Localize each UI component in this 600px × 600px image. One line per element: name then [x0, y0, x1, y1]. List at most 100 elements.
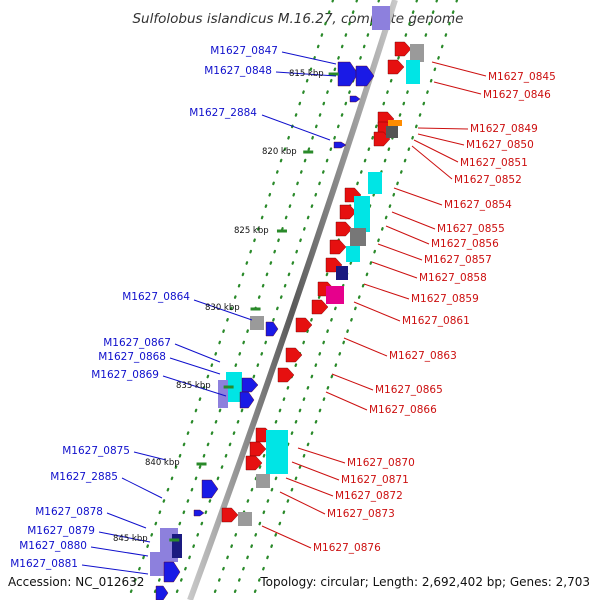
blue-gene: [241, 377, 259, 393]
label-line: [393, 187, 443, 206]
label-line: [90, 546, 149, 557]
gene-label[interactable]: M1627_0856: [431, 238, 499, 250]
blue-gene: [337, 61, 359, 87]
label-line: [106, 512, 147, 529]
gene-label[interactable]: M1627_0851: [460, 157, 528, 169]
red-gene: [245, 455, 263, 471]
orange-block: [388, 120, 402, 126]
gene-label[interactable]: M1627_0850: [466, 139, 534, 151]
blue-gene: [193, 509, 205, 517]
topology-text: Topology: circular; Length: 2,692,402 bp…: [259, 575, 590, 589]
track-dots: [150, 0, 359, 600]
gene-label[interactable]: M1627_0846: [483, 89, 551, 101]
label-line: [261, 114, 331, 141]
label-line: [291, 461, 340, 481]
gene-label[interactable]: M1627_0863: [389, 350, 457, 362]
blue-gene: [163, 561, 181, 583]
blue-gene: [265, 321, 279, 337]
red-gene: [311, 299, 329, 315]
label-line: [133, 451, 167, 461]
scale-label: 840 kbp: [145, 458, 180, 468]
purple-block: [150, 552, 164, 576]
gene-label[interactable]: M1627_0867: [103, 337, 171, 349]
left-labels: M1627_0847 M1627_0848 M1627_2884 M1627_0…: [10, 45, 278, 570]
gene-label[interactable]: M1627_0868: [98, 351, 166, 363]
gene-label[interactable]: M1627_0881: [10, 558, 78, 570]
scale-label: 830 kbp: [205, 303, 240, 313]
gene-label[interactable]: M1627_0847: [210, 45, 278, 57]
red-gene: [339, 204, 357, 220]
blue-gene: [239, 391, 255, 409]
gene-label[interactable]: M1627_0855: [437, 223, 505, 235]
label-line: [413, 139, 459, 163]
gene-label[interactable]: M1627_0858: [419, 272, 487, 284]
accession-text: Accession: NC_012632: [8, 575, 144, 589]
label-line: [162, 375, 227, 397]
label-line: [385, 225, 430, 245]
label-line: [431, 61, 487, 77]
magenta-block: [326, 286, 344, 304]
feature-tracks: [126, 0, 459, 600]
gene-label[interactable]: M1627_0852: [454, 174, 522, 186]
gene-label[interactable]: M1627_0876: [313, 542, 381, 554]
gene-label[interactable]: M1627_0845: [488, 71, 556, 83]
label-line: [297, 447, 346, 464]
gene-label[interactable]: M1627_0869: [91, 369, 159, 381]
grey-block: [250, 316, 264, 330]
gene-label[interactable]: M1627_0848: [204, 65, 272, 77]
label-line: [281, 51, 337, 65]
scale-ticks: [169, 72, 339, 542]
gene-label[interactable]: M1627_0875: [62, 445, 130, 457]
blue-gene: [349, 95, 361, 103]
label-line: [417, 133, 465, 146]
gene-features: [150, 6, 424, 600]
red-gene: [329, 239, 347, 255]
label-line: [285, 477, 334, 497]
gene-label[interactable]: M1627_0872: [335, 490, 403, 502]
dark-block: [172, 534, 182, 558]
gene-label[interactable]: M1627_0859: [411, 293, 479, 305]
scale-label: 825 kbp: [234, 226, 269, 236]
gene-label[interactable]: M1627_0871: [341, 474, 409, 486]
label-line: [363, 283, 410, 300]
gene-label[interactable]: M1627_0873: [327, 508, 395, 520]
red-gene: [387, 59, 405, 75]
gene-label[interactable]: M1627_0879: [27, 525, 95, 537]
gene-label[interactable]: M1627_0857: [424, 254, 492, 266]
label-line: [377, 243, 423, 261]
track-dots: [172, 0, 381, 600]
dark-block: [336, 266, 348, 280]
label-line: [275, 71, 337, 77]
label-line: [325, 391, 368, 411]
gene-label[interactable]: M1627_0866: [369, 404, 437, 416]
track-dots: [230, 0, 439, 600]
right-labels: M1627_0845 M1627_0846 M1627_0849 M1627_0…: [313, 71, 556, 554]
blue-gene: [355, 65, 375, 87]
purple-block: [372, 6, 390, 30]
gene-label[interactable]: M1627_0849: [470, 123, 538, 135]
cyan-block: [368, 172, 382, 194]
gene-label[interactable]: M1627_0865: [375, 384, 443, 396]
grey-block: [238, 512, 252, 526]
label-line: [433, 81, 482, 95]
gene-label[interactable]: M1627_0878: [35, 506, 103, 518]
grey-block: [350, 228, 366, 246]
label-line: [174, 343, 221, 363]
gene-label[interactable]: M1627_0870: [347, 457, 415, 469]
label-line: [371, 261, 418, 279]
red-gene: [249, 441, 267, 457]
label-lines: [81, 51, 487, 575]
red-gene: [335, 221, 353, 237]
gene-label[interactable]: M1627_0864: [122, 291, 190, 303]
label-line: [193, 299, 253, 321]
gene-label[interactable]: M1627_2885: [50, 471, 118, 483]
red-gene: [394, 41, 412, 57]
gene-label[interactable]: M1627_0854: [444, 199, 512, 211]
label-line: [261, 525, 312, 549]
cyan-block: [354, 196, 370, 232]
track-dots: [250, 0, 459, 600]
gene-label[interactable]: M1627_0861: [402, 315, 470, 327]
gene-label[interactable]: M1627_2884: [189, 107, 257, 119]
blue-gene: [155, 585, 169, 600]
gene-label[interactable]: M1627_0880: [19, 540, 87, 552]
